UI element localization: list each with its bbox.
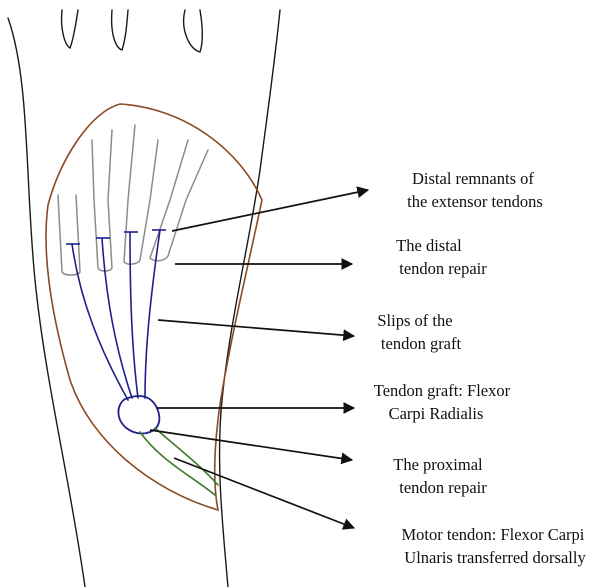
slip-2 — [102, 238, 132, 398]
label-distal-remnants: Distal remnants of the extensor tendons — [407, 169, 543, 211]
labels: Distal remnants of the extensor tendons … — [374, 169, 589, 567]
label-motor-tendon: Motor tendon: Flexor Carpi Ulnaris trans… — [402, 525, 589, 567]
arrow-proximal-repair — [150, 430, 352, 460]
forearm-left-edge — [8, 18, 85, 587]
label-arrows — [150, 190, 368, 528]
finger-left-3 — [184, 10, 203, 52]
motor-tendon-upper — [140, 432, 215, 495]
remnant-strand-1 — [58, 195, 80, 275]
motor-tendon-lower — [155, 428, 218, 485]
graft-slips — [72, 230, 160, 400]
arrow-distal-remnants — [172, 190, 368, 231]
tendon-graft-body — [118, 396, 159, 433]
hand-outline — [8, 10, 280, 587]
label-slips: Slips of the tendon graft — [377, 311, 461, 353]
slip-3 — [130, 232, 138, 398]
label-proximal-repair: The proximal tendon repair — [393, 455, 487, 497]
extensor-remnants — [58, 125, 208, 275]
distal-repairs — [66, 230, 166, 244]
thumb-edge — [220, 10, 280, 587]
arrow-slips — [158, 320, 354, 336]
remnant-strand-3 — [124, 125, 158, 264]
label-graft: Tendon graft: Flexor Carpi Radialis — [374, 381, 514, 423]
finger-left-2 — [112, 10, 128, 50]
slip-4 — [145, 230, 160, 398]
arrow-motor-tendon — [174, 458, 354, 528]
finger-left-1 — [62, 10, 78, 48]
label-distal-repair: The distal tendon repair — [396, 236, 487, 278]
remnant-strand-2 — [92, 130, 112, 271]
